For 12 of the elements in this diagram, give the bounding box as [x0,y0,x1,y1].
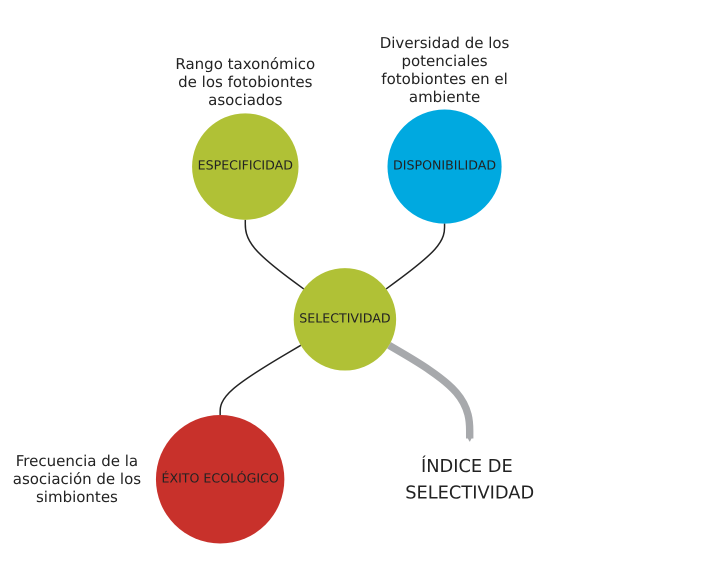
node-circle: DISPONIBILIDAD [388,110,502,224]
node-circle: ESPECIFICIDAD [192,113,299,220]
connector [219,344,302,416]
node-caption: Diversidad de los potenciales fotobiontes en el ambiente [378,34,510,106]
arrow [387,342,474,442]
connector [244,220,304,290]
node-text: ÍNDICE DE SELECTIVIDAD [405,456,534,503]
node-caption: Rango taxonómico de los fotobiontes asociados [174,55,316,110]
node-circle: SELECTIVIDAD [294,268,396,371]
connector [386,224,446,290]
node-circle: ÉXITO ECOLÓGICO [156,415,284,544]
node-caption: Frecuencia de la asociación de los simbiontes [12,452,142,506]
